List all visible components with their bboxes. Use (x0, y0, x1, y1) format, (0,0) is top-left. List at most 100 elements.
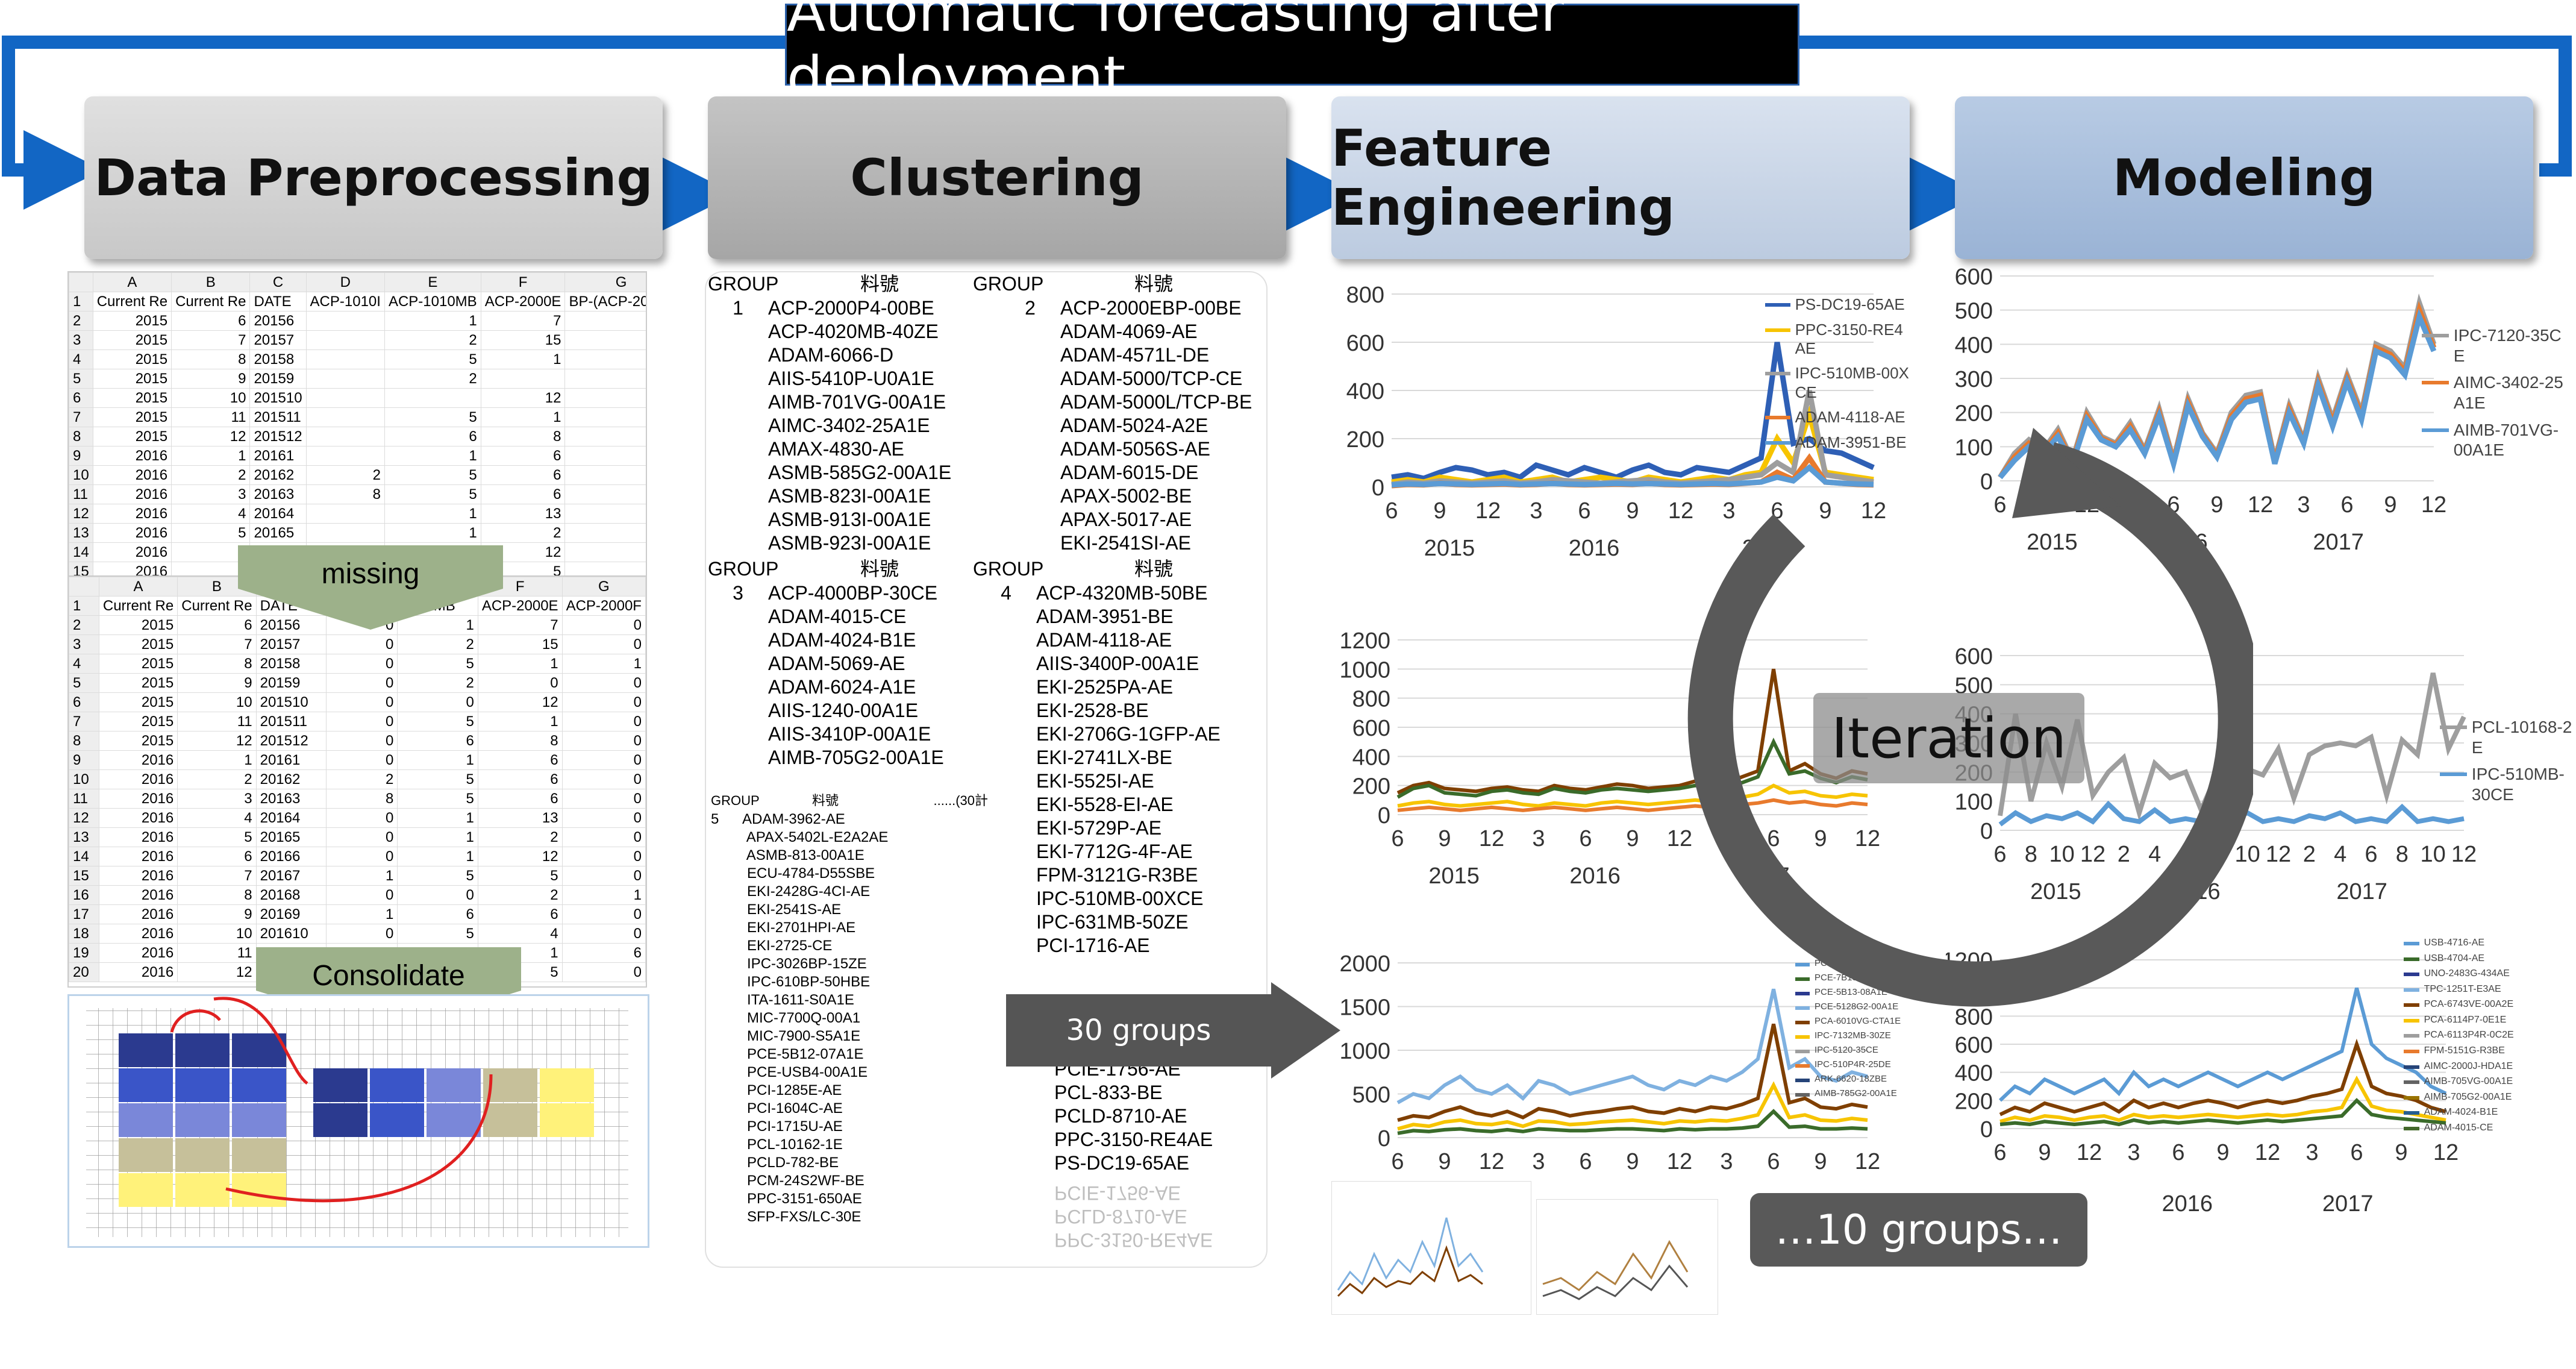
x-tick-label: 9 (2384, 492, 2396, 518)
year-label: 2015 (1428, 863, 1480, 889)
list-item: ADAM-5069-AE (768, 653, 905, 674)
x-tick-label: 12 (2080, 842, 2106, 867)
part-header: 料號 (860, 558, 899, 580)
y-tick-label: 0 (1980, 819, 1993, 844)
x-tick-label: 6 (1767, 826, 1780, 851)
list-item: AIMB-701VG-00A1E (768, 391, 946, 413)
legend-swatch (2404, 1050, 2419, 1054)
x-tick-label: 3 (2127, 1140, 2140, 1165)
y-tick-label: 200 (1955, 1089, 1993, 1114)
list-item: PCI-1604C-AE (711, 1100, 843, 1117)
list-item: AIIS-5410P-U0A1E (768, 368, 934, 389)
year-label: 2017 (2336, 879, 2387, 904)
legend-item: PPC-3150-RE4AE (1765, 321, 1910, 358)
x-tick-label: 3 (1530, 498, 1542, 524)
list-item: ECU-4784-D55SBE (711, 865, 875, 882)
x-tick-label: 9 (1814, 1149, 1827, 1174)
ten-groups-label: …10 groups… (1750, 1193, 2087, 1267)
year-label: 2015 (2030, 879, 2081, 904)
legend-swatch (2422, 334, 2449, 337)
legend-swatch (1795, 977, 1810, 981)
x-tick-label: 10 (2421, 842, 2446, 867)
legend-item: ADAM-3951-BE (1765, 433, 1910, 452)
y-tick-label: 800 (1346, 283, 1384, 308)
legend-item: PCL-10168-2E (2440, 717, 2572, 757)
iteration-cycle-arrow (1687, 428, 2253, 1007)
list-item: PPC-3151-650AE (711, 1191, 862, 1207)
legend-swatch (1795, 1020, 1810, 1024)
legend-swatch (2404, 1111, 2419, 1115)
legend-swatch (1795, 1064, 1810, 1068)
list-item: AIIS-1240-00A1E (768, 700, 919, 721)
legend-swatch (2404, 1034, 2419, 1038)
list-item: MIC-7900-S5A1E (711, 1028, 861, 1044)
legend-item: IPC-7120-35CE (2422, 325, 2566, 366)
list-item: ASMB-813-00A1E (711, 847, 864, 863)
y-tick-label: 1200 (1339, 628, 1390, 654)
x-tick-label: 6 (1579, 826, 1592, 851)
stage-clustering: Clustering (708, 96, 1286, 259)
x-tick-label: 9 (1438, 1149, 1451, 1174)
y-tick-label: 400 (1346, 379, 1384, 404)
list-item: PCLD-8710-AE (1054, 1105, 1187, 1127)
x-tick-label: 12 (1855, 826, 1880, 851)
y-tick-label: 0 (1980, 469, 1993, 495)
list-item: ADAM-4024-B1E (768, 629, 916, 651)
year-label: 2017 (2322, 1191, 2374, 1217)
y-tick-label: 0 (1980, 1117, 1993, 1142)
list-item: PCM-24S2WF-BE (711, 1173, 864, 1189)
clustering-panel (705, 271, 1268, 1268)
legend-item: IPC-510MB-00XCE (1765, 364, 1910, 401)
target-blocks (313, 1068, 594, 1137)
y-tick-label: 1000 (1339, 657, 1390, 683)
legend-swatch (2404, 1018, 2419, 1023)
list-item: EKI-7712G-4F-AE (1036, 841, 1193, 862)
y-tick-label: 200 (1352, 774, 1390, 800)
legend-swatch (1795, 1049, 1810, 1053)
list-item: ADAM-5056S-AE (1060, 438, 1210, 460)
list-item: AIMC-3402-25A1E (768, 415, 930, 436)
legend-item: USB-4716-AE (2404, 937, 2566, 948)
x-tick-label: 9 (1626, 1149, 1639, 1174)
x-tick-label: 12 (1855, 1149, 1880, 1174)
x-tick-label: 12 (2421, 492, 2446, 518)
part-header: 料號 (860, 273, 899, 295)
y-tick-label: 200 (1955, 401, 1993, 427)
list-item: PCE-USB4-00A1E (711, 1064, 868, 1080)
consolidation-illustration (67, 994, 649, 1248)
list-item: PCI-1715U-AE (711, 1118, 843, 1135)
y-tick-label: 300 (1955, 367, 1993, 392)
y-tick-label: 500 (1352, 1083, 1390, 1108)
x-tick-label: 3 (2297, 492, 2310, 518)
legend-item: IPC-7132MB-30ZE (1795, 1030, 1916, 1041)
list-item: EKI-2741LX-BE (1036, 747, 1172, 768)
source-blocks (119, 1033, 286, 1207)
list-item: PCI-1285E-AE (711, 1082, 842, 1098)
legend-swatch (1765, 416, 1790, 420)
y-tick-label: 600 (1352, 716, 1390, 741)
x-tick-label: 8 (2396, 842, 2409, 867)
list-item: AIIS-3400P-00A1E (1036, 653, 1199, 674)
y-tick-label: 1500 (1339, 995, 1390, 1021)
series-line-3 (1397, 1109, 1868, 1135)
series-line-1 (1396, 738, 1868, 799)
stage-data-preprocessing: Data Preprocessing (84, 96, 663, 259)
x-tick-label: 9 (1626, 826, 1639, 851)
list-item: PCL-10162-1E (711, 1136, 843, 1153)
groups-arrow-label: 30 groups (1066, 1013, 1211, 1047)
legend-swatch (2404, 1065, 2419, 1069)
